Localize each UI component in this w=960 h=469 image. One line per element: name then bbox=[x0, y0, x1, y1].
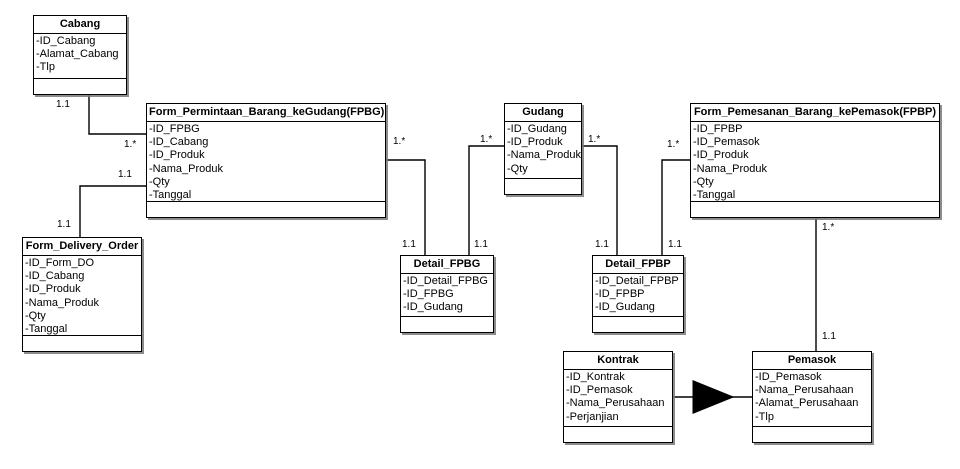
multiplicity-label-fpbg-detail_fpbg-target: 1.1 bbox=[402, 239, 416, 250]
multiplicity-label-fpbg-delivery-target: 1.1 bbox=[57, 219, 71, 230]
uml-class-detail_fpbp[interactable]: Detail_FPBP-ID_Detail_FPBP-ID_FPBP-ID_Gu… bbox=[592, 255, 684, 333]
uml-attribute: -ID_Produk bbox=[25, 283, 81, 296]
uml-attribute: -Perjanjian bbox=[566, 410, 619, 423]
uml-attribute: -ID_FPBG bbox=[149, 123, 200, 135]
uml-attribute: -ID_Pemasok bbox=[693, 136, 760, 149]
uml-class-kontrak[interactable]: Kontrak-ID_Kontrak-ID_Pemasok-Nama_Perus… bbox=[563, 351, 673, 443]
uml-operation-compartment-delivery_order bbox=[23, 336, 141, 353]
multiplicity-label-gudang-detail_fpbp-source: 1.* bbox=[588, 134, 601, 145]
multiplicity-label-cabang-fpbg-target: 1.* bbox=[124, 139, 137, 150]
uml-attribute: -Qty bbox=[149, 175, 170, 188]
uml-attribute: -ID_Produk bbox=[149, 149, 205, 162]
uml-attribute-compartment-cabang: -ID_Cabang-Alamat_Cabang-Tlp bbox=[34, 34, 126, 79]
uml-class-name-pemasok: Pemasok bbox=[753, 352, 871, 370]
uml-attribute: -ID_Gudang bbox=[403, 301, 463, 314]
uml-attribute: -ID_Detail_FPBP bbox=[595, 275, 679, 287]
uml-attribute: -ID_Form_DO bbox=[25, 257, 95, 269]
uml-class-fpbg[interactable]: Form_Permintaan_Barang_keGudang(FPBG)-ID… bbox=[146, 103, 386, 218]
multiplicity-label-fpbp-detail_fpbp-source: 1.* bbox=[667, 139, 680, 150]
uml-operation-compartment-detail_fpbp bbox=[593, 317, 683, 334]
uml-attribute: -Tanggal bbox=[25, 323, 68, 336]
uml-class-pemasok[interactable]: Pemasok-ID_Pemasok-Nama_Perusahaan-Alama… bbox=[752, 351, 872, 443]
uml-attribute-compartment-fpbg: -ID_FPBG-ID_Cabang-ID_Produk-Nama_Produk… bbox=[147, 122, 385, 202]
uml-operation-compartment-kontrak bbox=[564, 427, 672, 444]
uml-attribute-compartment-kontrak: -ID_Kontrak-ID_Pemasok-Nama_Perusahaan-P… bbox=[564, 370, 672, 427]
uml-class-name-delivery_order: Form_Delivery_Order bbox=[23, 238, 141, 256]
uml-attribute: -Nama_Produk bbox=[693, 162, 767, 175]
uml-operation-compartment-fpbg bbox=[147, 202, 385, 219]
arrowhead-kontrak-pemasok bbox=[692, 380, 735, 414]
uml-attribute-compartment-delivery_order: -ID_Form_DO-ID_Cabang-ID_Produk-Nama_Pro… bbox=[23, 256, 141, 336]
uml-attribute: -ID_Cabang bbox=[25, 270, 85, 283]
uml-class-gudang[interactable]: Gudang-ID_Gudang-ID_Produk-Nama_Produk-Q… bbox=[504, 103, 582, 195]
uml-class-cabang[interactable]: Cabang-ID_Cabang-Alamat_Cabang-Tlp bbox=[33, 15, 127, 95]
uml-attribute: -Nama_Produk bbox=[149, 162, 223, 175]
uml-attribute: -ID_Kontrak bbox=[566, 371, 625, 383]
uml-attribute: -Qty bbox=[25, 309, 46, 322]
multiplicity-label-fpbp-pemasok-target: 1.1 bbox=[822, 331, 836, 342]
multiplicity-label-gudang-detail_fpbg-source: 1.* bbox=[480, 134, 493, 145]
uml-attribute: -Qty bbox=[693, 175, 714, 188]
uml-attribute: -ID_Pemasok bbox=[755, 371, 822, 383]
uml-attribute: -Nama_Produk bbox=[25, 296, 99, 309]
uml-attribute: -Tanggal bbox=[149, 189, 192, 202]
uml-attribute: -ID_Pemasok bbox=[566, 384, 633, 397]
uml-attribute: -ID_Produk bbox=[507, 136, 563, 149]
uml-operation-compartment-pemasok bbox=[753, 427, 871, 444]
uml-class-detail_fpbg[interactable]: Detail_FPBG-ID_Detail_FPBG-ID_FPBG-ID_Gu… bbox=[400, 255, 494, 333]
uml-attribute: -Nama_Produk bbox=[507, 149, 581, 162]
uml-operation-compartment-cabang bbox=[34, 79, 126, 96]
uml-attribute: -ID_Detail_FPBG bbox=[403, 275, 488, 287]
uml-class-name-fpbp: Form_Pemesanan_Barang_kePemasok(FPBP) bbox=[691, 104, 939, 122]
uml-attribute-compartment-detail_fpbg: -ID_Detail_FPBG-ID_FPBG-ID_Gudang bbox=[401, 274, 493, 317]
uml-attribute-compartment-pemasok: -ID_Pemasok-Nama_Perusahaan-Alamat_Perus… bbox=[753, 370, 871, 427]
uml-class-name-detail_fpbp: Detail_FPBP bbox=[593, 256, 683, 274]
uml-attribute: -ID_FPBG bbox=[403, 288, 454, 301]
uml-class-name-cabang: Cabang bbox=[34, 16, 126, 34]
multiplicity-label-cabang-fpbg-source: 1.1 bbox=[56, 99, 70, 110]
uml-attribute: -ID_Cabang bbox=[36, 35, 96, 47]
uml-class-name-gudang: Gudang bbox=[505, 104, 581, 122]
multiplicity-label-fpbg-delivery-source: 1.1 bbox=[118, 169, 132, 180]
uml-attribute: -ID_Gudang bbox=[507, 123, 567, 135]
uml-attribute: -ID_Gudang bbox=[595, 301, 655, 314]
uml-attribute-compartment-fpbp: -ID_FPBP-ID_Pemasok-ID_Produk-Nama_Produ… bbox=[691, 122, 939, 202]
association-line-cabang-fpbg bbox=[88, 95, 146, 135]
uml-attribute: -ID_Produk bbox=[693, 149, 749, 162]
uml-class-fpbp[interactable]: Form_Pemesanan_Barang_kePemasok(FPBP)-ID… bbox=[690, 103, 940, 218]
uml-attribute: -Alamat_Perusahaan bbox=[755, 397, 859, 410]
multiplicity-label-gudang-detail_fpbp-target: 1.1 bbox=[595, 239, 609, 250]
uml-attribute: -Alamat_Cabang bbox=[36, 48, 119, 61]
multiplicity-label-fpbg-detail_fpbg-source: 1.* bbox=[393, 136, 406, 147]
uml-class-name-kontrak: Kontrak bbox=[564, 352, 672, 370]
uml-class-name-detail_fpbg: Detail_FPBG bbox=[401, 256, 493, 274]
uml-attribute: -Nama_Perusahaan bbox=[755, 384, 854, 397]
uml-attribute: -ID_FPBP bbox=[595, 288, 645, 301]
uml-class-name-fpbg: Form_Permintaan_Barang_keGudang(FPBG) bbox=[147, 104, 385, 122]
uml-attribute: -ID_Cabang bbox=[149, 136, 209, 149]
uml-attribute: -ID_FPBP bbox=[693, 123, 743, 135]
uml-operation-compartment-fpbp bbox=[691, 202, 939, 219]
uml-attribute: -Tlp bbox=[755, 410, 774, 423]
uml-attribute: -Qty bbox=[507, 162, 528, 175]
association-line-fpbg-delivery bbox=[79, 185, 146, 237]
uml-attribute: -Nama_Perusahaan bbox=[566, 397, 665, 410]
uml-class-delivery_order[interactable]: Form_Delivery_Order-ID_Form_DO-ID_Cabang… bbox=[22, 237, 142, 352]
multiplicity-label-gudang-detail_fpbg-target: 1.1 bbox=[474, 239, 488, 250]
uml-operation-compartment-gudang bbox=[505, 179, 581, 196]
uml-attribute-compartment-detail_fpbp: -ID_Detail_FPBP-ID_FPBP-ID_Gudang bbox=[593, 274, 683, 317]
uml-operation-compartment-detail_fpbg bbox=[401, 317, 493, 334]
uml-attribute: -Tlp bbox=[36, 61, 55, 74]
uml-attribute-compartment-gudang: -ID_Gudang-ID_Produk-Nama_Produk-Qty bbox=[505, 122, 581, 179]
multiplicity-label-fpbp-pemasok-source: 1.* bbox=[822, 222, 835, 233]
multiplicity-label-fpbp-detail_fpbp-target: 1.1 bbox=[668, 239, 682, 250]
uml-attribute: -Tanggal bbox=[693, 189, 736, 202]
